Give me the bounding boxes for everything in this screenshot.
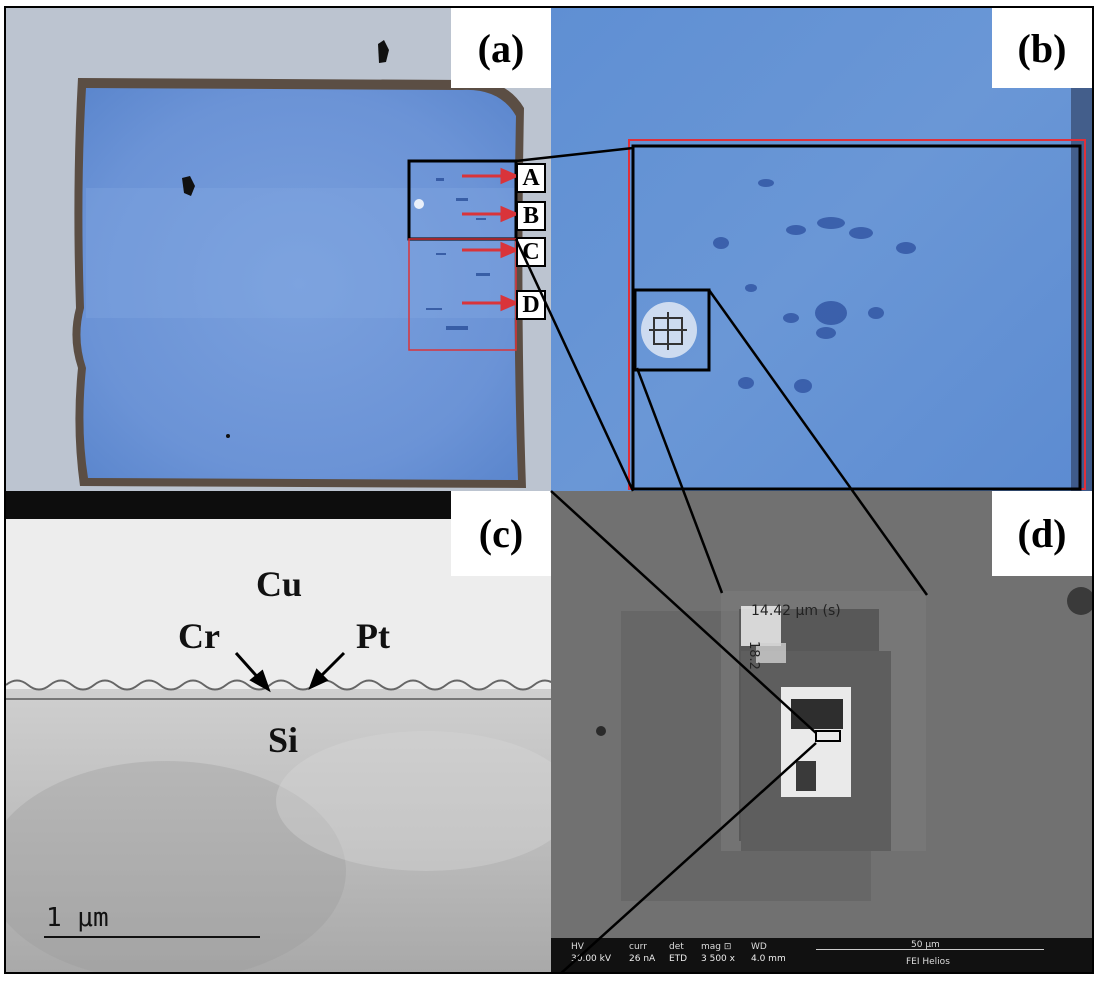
scale-bar-label: 1 μm — [46, 903, 109, 933]
status-wd: WD 4.0 mm — [751, 941, 786, 965]
measurement-horizontal: 14.42 μm (s) — [751, 603, 841, 619]
status-hv-label: HV — [571, 942, 584, 952]
label-cu: Cu — [256, 564, 303, 604]
status-curr-label: curr — [629, 942, 647, 952]
marker-b: B — [516, 201, 546, 231]
status-scale-bar — [816, 949, 1044, 950]
panel-a-optical-image: A B C D (a) — [6, 8, 551, 491]
status-curr: curr 26 nA — [629, 941, 655, 965]
status-curr-value: 26 nA — [629, 954, 656, 964]
status-mag-label: mag ⊡ — [701, 942, 732, 952]
panel-a-image — [6, 8, 551, 491]
status-instrument: FEI Helios — [906, 957, 950, 967]
label-cr: Cr — [178, 616, 220, 656]
status-mag-value: 3 500 x — [701, 954, 735, 964]
status-wd-label: WD — [751, 942, 767, 952]
panel-b-magnified-image: (b) — [551, 8, 1092, 491]
panel-c-label: (c) — [451, 491, 551, 576]
panel-d-sem-image: 14.42 μm (s) 18.2 (d) HV 30.00 kV curr 2… — [551, 491, 1092, 972]
figure-composite: A B C D (a) — [4, 6, 1094, 974]
panel-c-tem-image: Cu Cr Pt Si 1 μm (c) — [6, 491, 551, 972]
status-det-label: det — [669, 942, 684, 952]
label-si: Si — [268, 720, 299, 760]
panel-a-label: (a) — [451, 8, 551, 88]
status-hv-value: 30.00 kV — [571, 954, 611, 964]
panel-c-image — [6, 491, 551, 972]
marker-c: C — [516, 237, 546, 267]
status-scale-label: 50 μm — [911, 940, 940, 950]
sem-status-bar: HV 30.00 kV curr 26 nA det ETD mag ⊡ 3 5… — [551, 938, 1092, 972]
panel-d-label: (d) — [992, 491, 1092, 576]
marker-a: A — [516, 163, 546, 193]
status-hv: HV 30.00 kV — [571, 941, 611, 965]
marker-d: D — [516, 290, 546, 320]
status-wd-value: 4.0 mm — [751, 954, 786, 964]
status-mag: mag ⊡ 3 500 x — [701, 941, 735, 965]
panel-b-label: (b) — [992, 8, 1092, 88]
status-det: det ETD — [669, 941, 687, 965]
label-pt: Pt — [356, 616, 390, 656]
status-det-value: ETD — [669, 954, 688, 964]
measurement-vertical: 18.2 — [746, 641, 761, 670]
